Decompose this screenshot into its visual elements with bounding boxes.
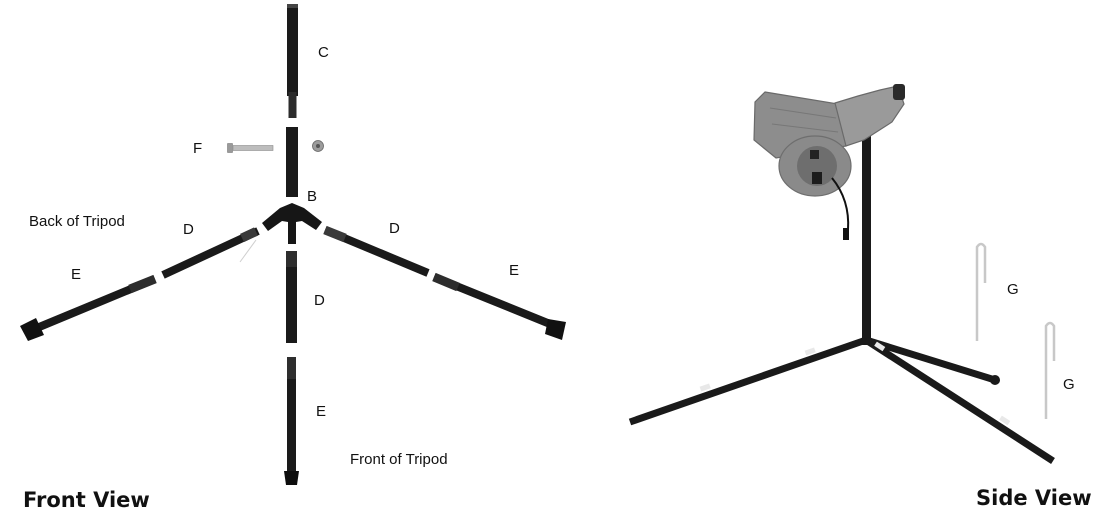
back-of-tripod-label: Back of Tripod — [29, 213, 125, 230]
part-b-upright — [286, 127, 298, 197]
part-label-d-right: D — [389, 220, 400, 237]
front-of-tripod-label: Front of Tripod — [350, 451, 448, 468]
right-d-tube — [323, 225, 430, 277]
side-legs — [628, 336, 1055, 464]
part-label-f: F — [193, 140, 203, 157]
part-label-d-left: D — [183, 221, 194, 238]
left-e-tube — [20, 274, 157, 341]
stake-label-g-top: G — [1007, 281, 1019, 298]
part-label-e-center: E — [316, 403, 327, 420]
center-d-tube — [286, 251, 297, 343]
nut-icon — [312, 140, 324, 152]
side-view-title: Side View — [976, 486, 1092, 510]
part-label-b: B — [307, 188, 318, 205]
front-view-title: Front View — [23, 488, 150, 512]
side-upright-pole — [862, 135, 871, 345]
part-label-c: C — [318, 44, 329, 61]
part-label-e-left: E — [71, 266, 82, 283]
side-view-drawing — [628, 84, 1056, 464]
part-label-d-center: D — [314, 292, 325, 309]
part-c-tube — [287, 4, 298, 118]
ground-stake-icon — [1044, 321, 1056, 419]
left-d-tube — [161, 227, 260, 279]
bolt-icon — [227, 143, 274, 153]
right-e-tube — [432, 272, 566, 340]
ball-machine-icon — [753, 84, 905, 240]
front-view-drawing — [20, 4, 566, 485]
stake-label-g-bottom: G — [1063, 376, 1075, 393]
part-b-hub — [262, 203, 322, 244]
ground-stake-icon — [975, 242, 987, 341]
center-e-tube — [284, 357, 299, 485]
part-label-e-right: E — [509, 262, 520, 279]
